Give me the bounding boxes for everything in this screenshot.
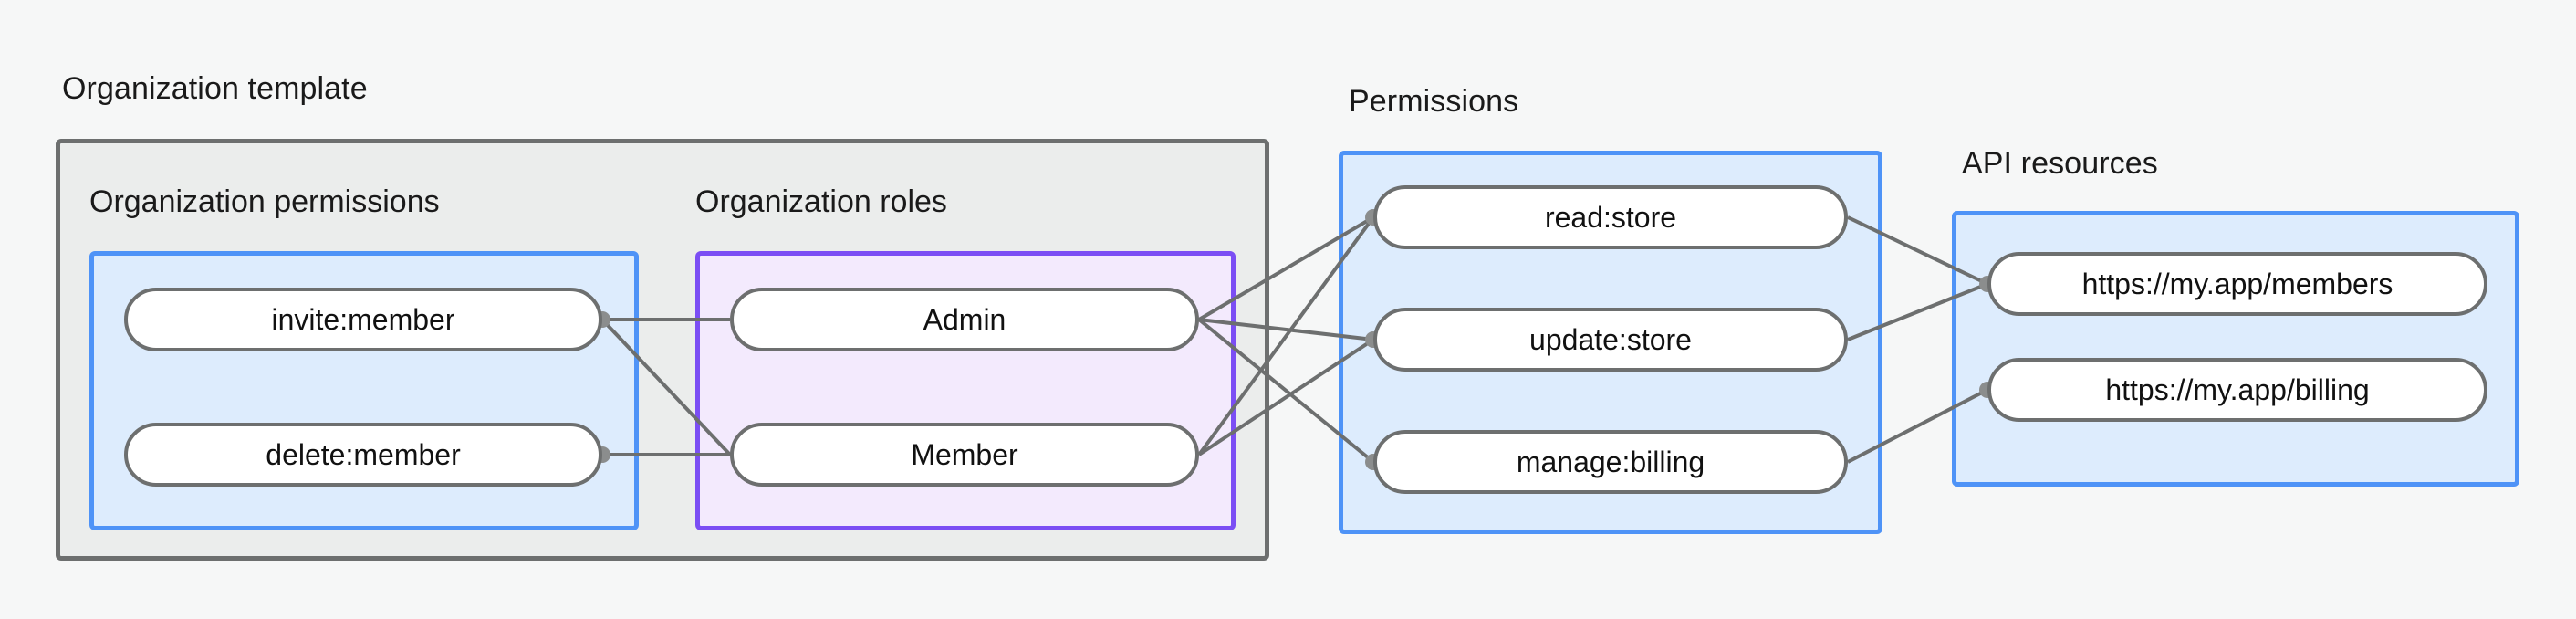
node-api-billing[interactable]: https://my.app/billing [1987, 358, 2487, 422]
node-label-api-billing: https://my.app/billing [2105, 372, 2370, 406]
subgroup-title-org-permissions: Organization permissions [89, 184, 440, 219]
node-invite-member[interactable]: invite:member [124, 288, 602, 351]
group-title-permissions: Permissions [1349, 84, 1519, 119]
node-label-invite-member: invite:member [271, 302, 455, 336]
node-api-members[interactable]: https://my.app/members [1987, 252, 2487, 316]
node-role-member[interactable]: Member [730, 423, 1199, 487]
node-label-role-member: Member [911, 437, 1018, 471]
node-manage-billing[interactable]: manage:billing [1373, 430, 1848, 494]
node-label-delete-member: delete:member [266, 437, 461, 471]
group-title-org-template: Organization template [62, 71, 368, 106]
node-read-store[interactable]: read:store [1373, 185, 1848, 249]
node-label-api-members: https://my.app/members [2081, 267, 2393, 300]
node-label-role-admin: Admin [923, 302, 1006, 336]
node-update-store[interactable]: update:store [1373, 308, 1848, 372]
node-label-read-store: read:store [1544, 200, 1677, 234]
group-title-api-resources: API resources [1962, 146, 2158, 181]
node-label-manage-billing: manage:billing [1516, 445, 1705, 478]
subgroup-title-org-roles: Organization roles [695, 184, 947, 219]
node-delete-member[interactable]: delete:member [124, 423, 602, 487]
node-label-update-store: update:store [1529, 322, 1692, 356]
node-role-admin[interactable]: Admin [730, 288, 1199, 351]
